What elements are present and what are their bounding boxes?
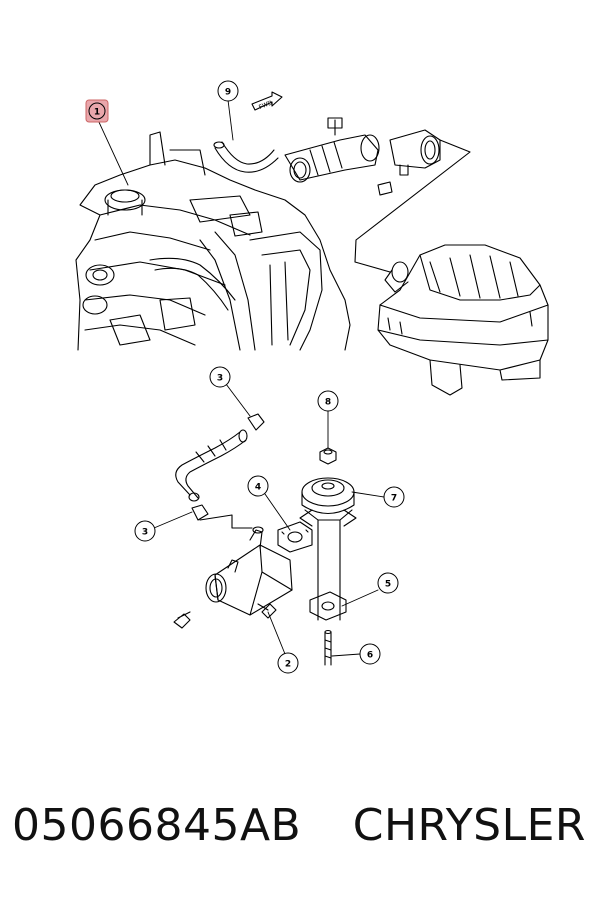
callout-3-lower[interactable]: 3 bbox=[134, 520, 156, 542]
forward-label: FWD bbox=[258, 99, 274, 111]
svg-text:3: 3 bbox=[217, 374, 223, 384]
valve-gasket bbox=[309, 591, 347, 621]
guide-lines bbox=[199, 514, 253, 529]
egr-tube bbox=[175, 413, 265, 521]
intake-duct bbox=[284, 117, 380, 183]
parts-diagram: FWD 1 9 3 8 4 7 3 bbox=[75, 80, 549, 674]
callout-7[interactable]: 7 bbox=[383, 486, 405, 508]
stud bbox=[324, 629, 332, 666]
svg-text:7: 7 bbox=[391, 494, 397, 504]
callout-4[interactable]: 4 bbox=[247, 475, 269, 497]
air-cleaner-box bbox=[377, 244, 549, 396]
svg-text:2: 2 bbox=[285, 660, 291, 670]
callout-1[interactable]: 1 bbox=[85, 99, 109, 123]
svg-text:5: 5 bbox=[385, 580, 391, 590]
gasket bbox=[277, 521, 313, 553]
svg-text:8: 8 bbox=[325, 398, 331, 408]
part-number: 05066845AB bbox=[12, 800, 302, 851]
guide-lines bbox=[317, 554, 341, 621]
callout-8[interactable]: 8 bbox=[317, 390, 339, 412]
egr-cooler bbox=[173, 526, 293, 629]
callout-9[interactable]: 9 bbox=[217, 80, 239, 102]
callout-5[interactable]: 5 bbox=[377, 572, 399, 594]
callouts: 1 9 3 8 4 7 3 5 bbox=[85, 80, 405, 674]
engine-assembly bbox=[75, 131, 351, 351]
callout-6[interactable]: 6 bbox=[359, 643, 381, 665]
svg-text:4: 4 bbox=[255, 483, 261, 493]
throttle-body bbox=[377, 129, 441, 196]
forward-arrow-icon bbox=[251, 91, 283, 111]
svg-text:6: 6 bbox=[367, 651, 373, 661]
leader-line bbox=[354, 139, 471, 273]
svg-text:9: 9 bbox=[225, 88, 231, 98]
callout-2[interactable]: 2 bbox=[277, 652, 299, 674]
callout-leaders bbox=[97, 99, 385, 657]
callout-3-upper[interactable]: 3 bbox=[209, 366, 231, 388]
nut bbox=[319, 447, 337, 465]
svg-text:3: 3 bbox=[142, 528, 148, 538]
egr-valve bbox=[299, 477, 357, 556]
svg-text:1: 1 bbox=[94, 108, 100, 118]
caption: 05066845AB CHRYSLER bbox=[0, 790, 600, 880]
upper-hose bbox=[213, 141, 279, 173]
brand-name: CHRYSLER bbox=[352, 800, 586, 851]
